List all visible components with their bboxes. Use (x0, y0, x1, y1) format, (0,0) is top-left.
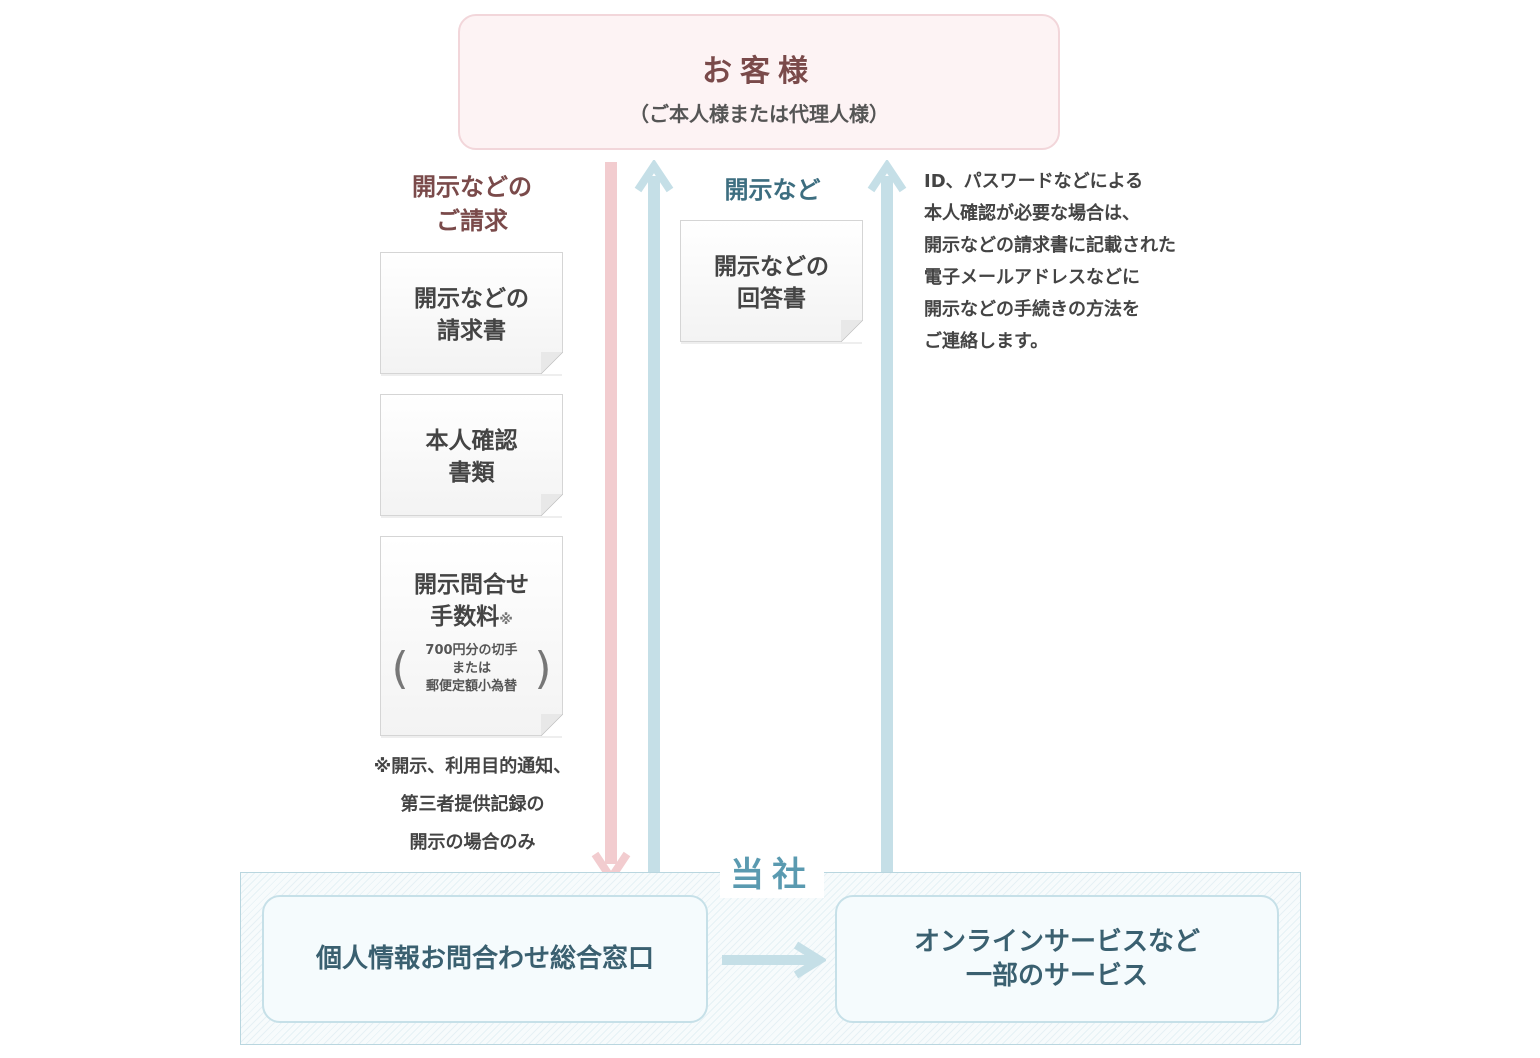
transfer-arrow-shaft (722, 955, 814, 965)
response-label: 開示など (724, 176, 821, 204)
online-note-line4: 電子メールアドレスなどに (924, 267, 1140, 288)
general-desk-box: 個人情報お問合わせ総合窓口 (262, 895, 708, 1023)
response-arrow-shaft (648, 176, 660, 884)
request-form-line2: 請求書 (437, 318, 506, 344)
answer-document: 開示などの 回答書 (680, 220, 863, 342)
online-note-line5: 開示などの手続きの方法を (924, 299, 1140, 320)
identity-line2: 書類 (448, 460, 495, 486)
online-arrow-head (867, 160, 907, 193)
fee-footnote-line1: ※開示、利用目的通知、 (373, 756, 572, 777)
page-fold-icon (541, 352, 563, 374)
fee-note-line3: 郵便定額小為替 (425, 679, 517, 694)
online-note-line6: ご連絡します。 (924, 331, 1049, 352)
answer-line1: 開示などの (714, 254, 829, 280)
fee-footnote: ※開示、利用目的通知、 第三者提供記録の 開示の場合のみ (330, 748, 615, 862)
online-service-line2: 一部のサービス (965, 961, 1148, 991)
fee-note-line2: または (451, 661, 491, 676)
answer-line2: 回答書 (737, 286, 806, 312)
online-note-line3: 開示などの請求書に記載された (924, 235, 1176, 256)
transfer-arrow-head (793, 941, 826, 979)
request-label: 開示などの ご請求 (382, 170, 562, 238)
page-fold-icon (541, 714, 563, 736)
company-label: 当社 (720, 852, 824, 898)
request-arrow-shaft (605, 162, 617, 864)
fee-document: 開示問合せ 手数料※ ( 700円分の切手 または 郵便定額小為替 ) (380, 536, 563, 736)
general-desk-label: 個人情報お問合わせ総合窓口 (315, 944, 654, 974)
response-arrow-head (634, 160, 674, 193)
fee-line1: 開示問合せ (414, 572, 529, 598)
identity-line1: 本人確認 (425, 428, 518, 454)
left-paren-icon: ( (391, 643, 409, 694)
identity-document: 本人確認 書類 (380, 394, 563, 516)
fee-line2: 手数料 (430, 604, 500, 630)
fee-mark: ※ (499, 612, 513, 628)
request-form-line1: 開示などの (414, 286, 529, 312)
online-service-box: オンラインサービスなど 一部のサービス (835, 895, 1279, 1023)
right-paren-icon: ) (534, 643, 552, 694)
online-note-line2: 本人確認が必要な場合は、 (924, 203, 1140, 224)
customer-subtitle: （ご本人様または代理人様） (629, 102, 889, 126)
page-fold-icon (541, 494, 563, 516)
customer-box: お客様 （ご本人様または代理人様） (458, 14, 1060, 150)
online-note-line1: ID、パスワードなどによる (924, 171, 1144, 192)
online-note: ID、パスワードなどによる 本人確認が必要な場合は、 開示などの請求書に記載され… (924, 166, 1284, 358)
online-arrow-shaft (881, 176, 893, 884)
fee-footnote-line3: 開示の場合のみ (409, 832, 536, 853)
customer-title: お客様 (702, 54, 816, 89)
request-form-document: 開示などの 請求書 (380, 252, 563, 374)
request-label-line2: ご請求 (436, 207, 508, 235)
fee-note: ( 700円分の切手 または 郵便定額小為替 ) (392, 642, 552, 696)
fee-note-line1: 700円分の切手 (425, 643, 518, 658)
request-label-line1: 開示などの (412, 173, 532, 201)
online-service-line1: オンラインサービスなど (913, 927, 1200, 957)
page-fold-icon (841, 320, 863, 342)
fee-footnote-line2: 第三者提供記録の (400, 794, 545, 815)
